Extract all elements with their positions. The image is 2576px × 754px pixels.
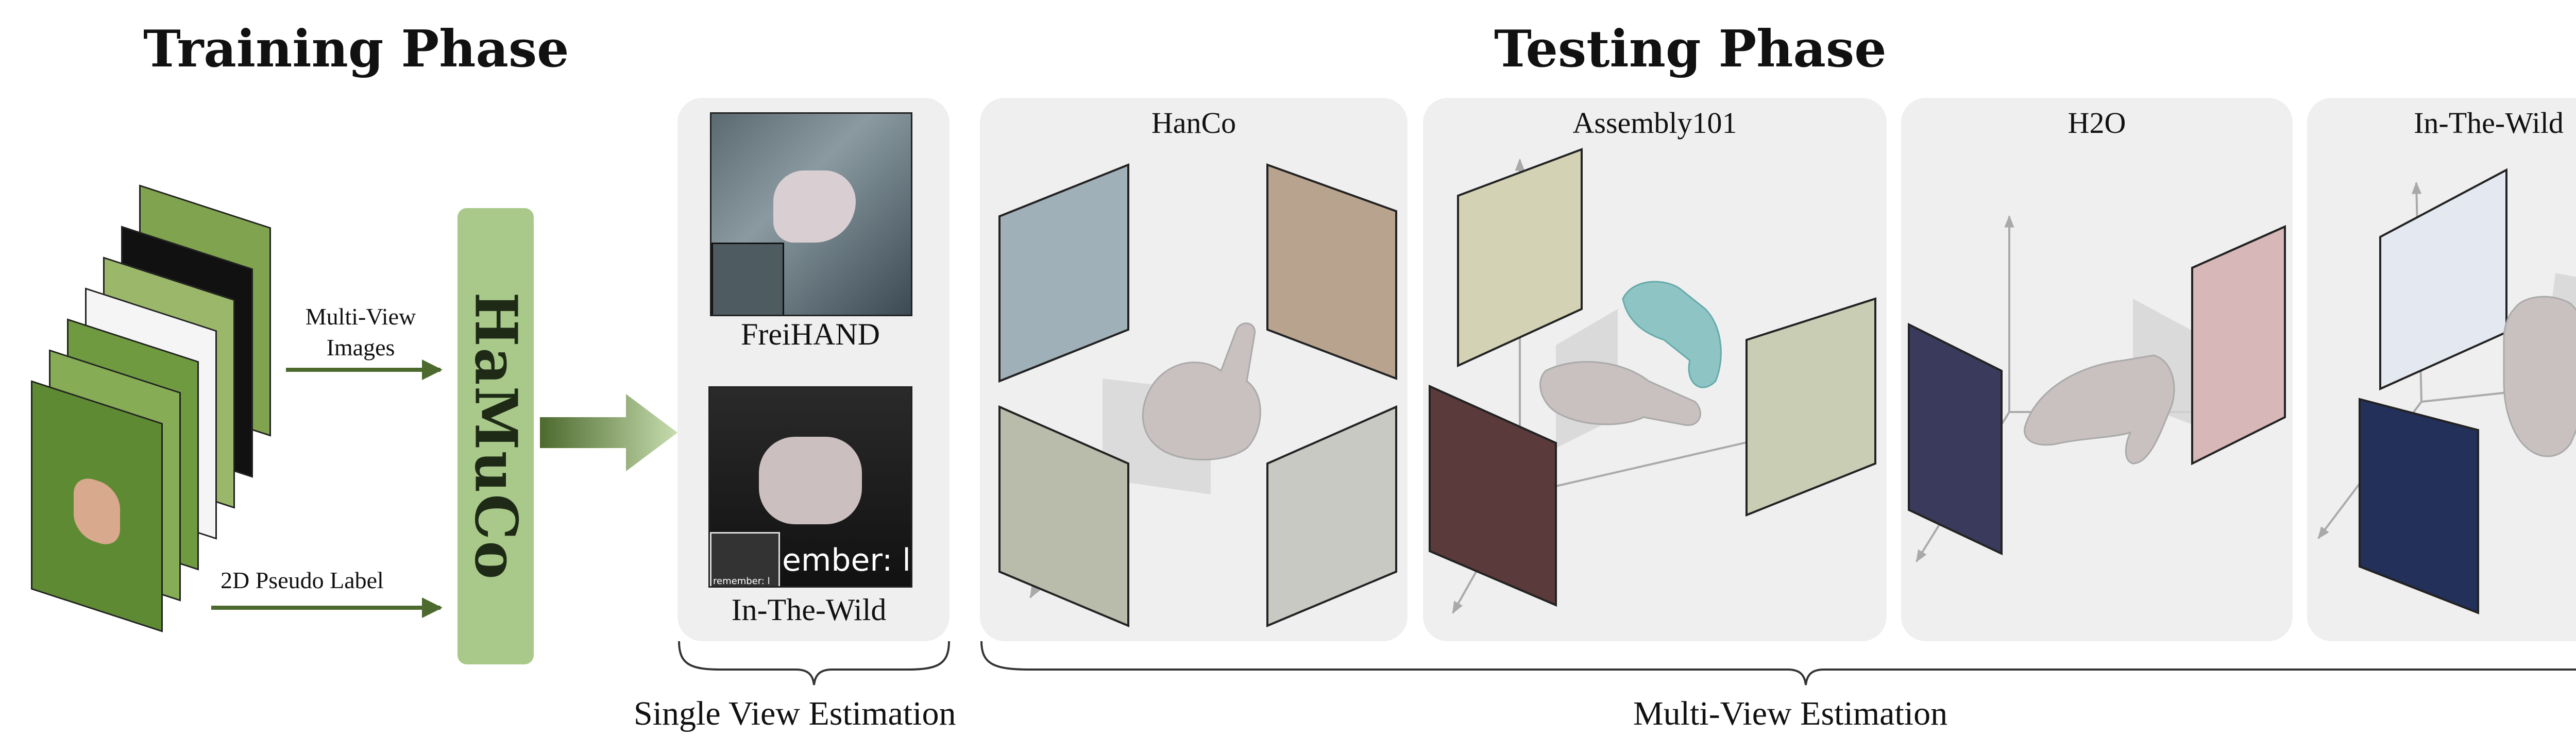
hanco-view-4 bbox=[1266, 405, 1397, 628]
h2o-view-1 bbox=[1908, 322, 2003, 556]
pseudo-label-text: 2D Pseudo Label bbox=[221, 567, 384, 593]
multi-view-brace bbox=[980, 641, 2576, 686]
multi-view-estimation-label: Multi-View Estimation bbox=[1633, 695, 1948, 732]
itw-view-2 bbox=[2359, 398, 2479, 614]
in-the-wild-multi-scene bbox=[2317, 168, 2576, 614]
hand-in-image bbox=[773, 170, 856, 243]
inset-image: remember: l bbox=[710, 532, 780, 586]
panel-label-hanco: HanCo bbox=[1151, 106, 1236, 140]
freihand-image bbox=[710, 112, 912, 316]
itw-view-1 bbox=[2379, 168, 2507, 391]
hanco-view-1 bbox=[998, 163, 1129, 383]
hand-mesh-hanco bbox=[1142, 322, 1261, 460]
training-phase-heading: Training Phase bbox=[143, 20, 569, 79]
h2o-view-2 bbox=[2191, 225, 2286, 466]
video-caption-overlay: ember: l bbox=[782, 542, 911, 578]
hand-mesh-fist bbox=[759, 437, 862, 524]
hand-mesh-teal bbox=[1622, 281, 1722, 388]
model-to-testing-arrow bbox=[540, 394, 677, 471]
single-view-brace bbox=[678, 641, 950, 686]
hand-mesh-assembly101 bbox=[1539, 361, 1701, 426]
hanco-view-3 bbox=[998, 405, 1129, 628]
assembly101-scene bbox=[1429, 148, 1876, 614]
in-the-wild-single-label: In-The-Wild bbox=[731, 593, 887, 627]
freihand-label: FreiHAND bbox=[741, 317, 880, 351]
assembly101-view-3 bbox=[1745, 297, 1876, 517]
panel-label-in-the-wild: In-The-Wild bbox=[2414, 106, 2564, 140]
hand-mesh-h2o bbox=[2024, 354, 2175, 465]
assembly101-view-1 bbox=[1457, 148, 1583, 368]
hamuco-model-block: HaMuCo bbox=[457, 208, 534, 664]
panel-label-h2o: H2O bbox=[2067, 106, 2126, 140]
hanco-view-2 bbox=[1266, 163, 1397, 380]
h2o-scene bbox=[1908, 215, 2286, 563]
hand-mesh-itw bbox=[2503, 296, 2576, 457]
assembly101-view-2 bbox=[1429, 384, 1557, 607]
multi-view-label: Multi-View Images bbox=[305, 303, 416, 361]
inset-image bbox=[711, 243, 784, 315]
in-the-wild-image: remember: l ember: l bbox=[708, 386, 912, 588]
hanco-scene bbox=[998, 163, 1397, 628]
testing-phase-heading: Testing Phase bbox=[1494, 20, 1887, 79]
single-view-estimation-label: Single View Estimation bbox=[634, 695, 956, 732]
panel-label-assembly101: Assembly101 bbox=[1572, 106, 1737, 140]
